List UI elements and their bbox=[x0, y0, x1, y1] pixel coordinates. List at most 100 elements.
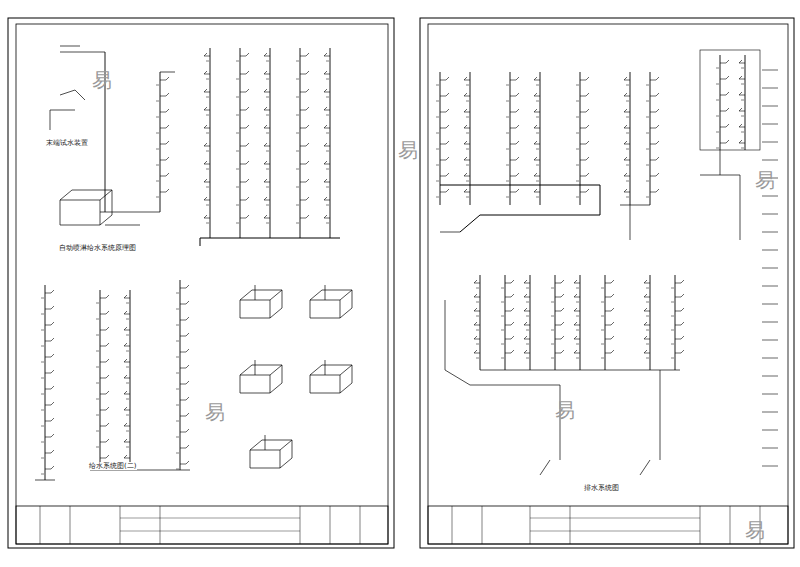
pipe-line bbox=[510, 144, 516, 145]
pipe-line bbox=[176, 421, 179, 422]
pipe-line bbox=[656, 109, 659, 112]
pipe-line bbox=[180, 304, 186, 305]
pipe-line bbox=[671, 302, 674, 303]
pipe-line bbox=[624, 189, 627, 192]
frame-rect bbox=[420, 18, 794, 548]
pipe-line bbox=[436, 101, 439, 102]
pipe-line bbox=[176, 453, 179, 454]
pipe-line bbox=[511, 280, 514, 283]
pipe-line bbox=[45, 437, 51, 438]
pipe-line bbox=[340, 365, 352, 375]
pipe-line bbox=[464, 80, 470, 81]
pipe-line bbox=[446, 141, 449, 144]
pipe-line bbox=[96, 319, 99, 320]
pipe-line bbox=[480, 215, 600, 216]
pipe-line bbox=[106, 343, 109, 346]
pipe-line bbox=[324, 161, 327, 164]
pipe-line bbox=[524, 353, 530, 354]
pipe-line bbox=[322, 365, 352, 366]
pipe-line bbox=[156, 101, 159, 102]
pipe-line bbox=[100, 298, 106, 299]
pipe-line bbox=[626, 165, 629, 166]
pipe-line bbox=[510, 176, 516, 177]
pipe-line bbox=[516, 109, 519, 112]
pipe-line bbox=[650, 176, 656, 177]
pipe-line bbox=[204, 56, 210, 57]
pipe-line bbox=[464, 173, 467, 176]
pipe-line bbox=[551, 316, 554, 317]
pipe-line bbox=[96, 367, 99, 368]
pipe-line bbox=[650, 128, 656, 129]
pipe-line bbox=[630, 205, 631, 240]
pipe-line bbox=[45, 325, 51, 326]
pipe-line bbox=[326, 79, 329, 80]
pipe-line bbox=[624, 176, 630, 177]
pipe-line bbox=[266, 223, 269, 224]
pipe-line bbox=[561, 322, 564, 325]
pipe-line bbox=[624, 128, 630, 129]
pipe-line bbox=[180, 448, 186, 449]
pipe-line bbox=[474, 311, 480, 312]
pipe-line bbox=[106, 439, 109, 442]
pipe-line bbox=[96, 335, 99, 336]
pipe-line bbox=[580, 160, 586, 161]
pipe-line bbox=[534, 109, 537, 112]
pipe-line bbox=[264, 128, 270, 129]
pipe-line bbox=[176, 293, 179, 294]
pipe-line bbox=[624, 125, 627, 128]
pipe-line bbox=[739, 63, 745, 64]
pipe-line bbox=[310, 300, 311, 318]
pipe-line bbox=[624, 112, 630, 113]
pipe-line bbox=[644, 294, 647, 297]
pipe-line bbox=[204, 164, 210, 165]
pipe-line bbox=[726, 124, 729, 127]
pipe-line bbox=[656, 173, 659, 176]
pipe-line bbox=[555, 275, 556, 370]
pipe-line bbox=[186, 333, 189, 336]
pipe-line bbox=[675, 325, 681, 326]
pipe-line bbox=[561, 350, 564, 353]
pipe-line bbox=[51, 290, 54, 293]
pipe-line bbox=[605, 297, 611, 298]
pipe-line bbox=[716, 100, 719, 101]
pipe-line bbox=[105, 225, 140, 226]
pipe-line bbox=[360, 506, 361, 544]
pipe-line bbox=[555, 353, 561, 354]
pipe-line bbox=[204, 182, 210, 183]
pipe-line bbox=[526, 344, 529, 345]
pipe-line bbox=[452, 506, 453, 544]
pipe-line bbox=[324, 164, 330, 165]
pipe-line bbox=[646, 302, 649, 303]
pipe-line bbox=[266, 79, 269, 80]
pipe-line bbox=[264, 92, 270, 93]
pipe-line bbox=[716, 132, 719, 133]
pipe-line bbox=[624, 109, 627, 112]
pipe-line bbox=[45, 285, 46, 480]
pipe-line bbox=[624, 141, 627, 144]
pipe-line bbox=[720, 95, 726, 96]
pipe-line bbox=[324, 110, 330, 111]
pipe-line bbox=[246, 197, 249, 200]
pipe-line bbox=[720, 55, 721, 150]
pipe-line bbox=[60, 46, 80, 47]
pipe-line bbox=[675, 297, 681, 298]
pipe-line bbox=[176, 405, 179, 406]
pipe-line bbox=[246, 53, 249, 56]
watermark: 易 bbox=[205, 402, 225, 422]
pipe-line bbox=[106, 391, 109, 394]
pipe-line bbox=[300, 74, 306, 75]
pipe-line bbox=[326, 223, 329, 224]
pipe-line bbox=[100, 290, 101, 470]
pipe-line bbox=[624, 96, 630, 97]
pipe-line bbox=[264, 164, 270, 165]
pipe-line bbox=[264, 71, 267, 74]
pipe-line bbox=[644, 353, 650, 354]
pipe-line bbox=[206, 115, 209, 116]
pipe-line bbox=[530, 531, 700, 532]
pipe-line bbox=[574, 353, 580, 354]
pipe-line bbox=[296, 151, 299, 152]
pipe-line bbox=[206, 169, 209, 170]
pipe-line bbox=[160, 506, 161, 544]
pipe-line bbox=[41, 474, 44, 475]
pipe-line bbox=[255, 285, 256, 300]
